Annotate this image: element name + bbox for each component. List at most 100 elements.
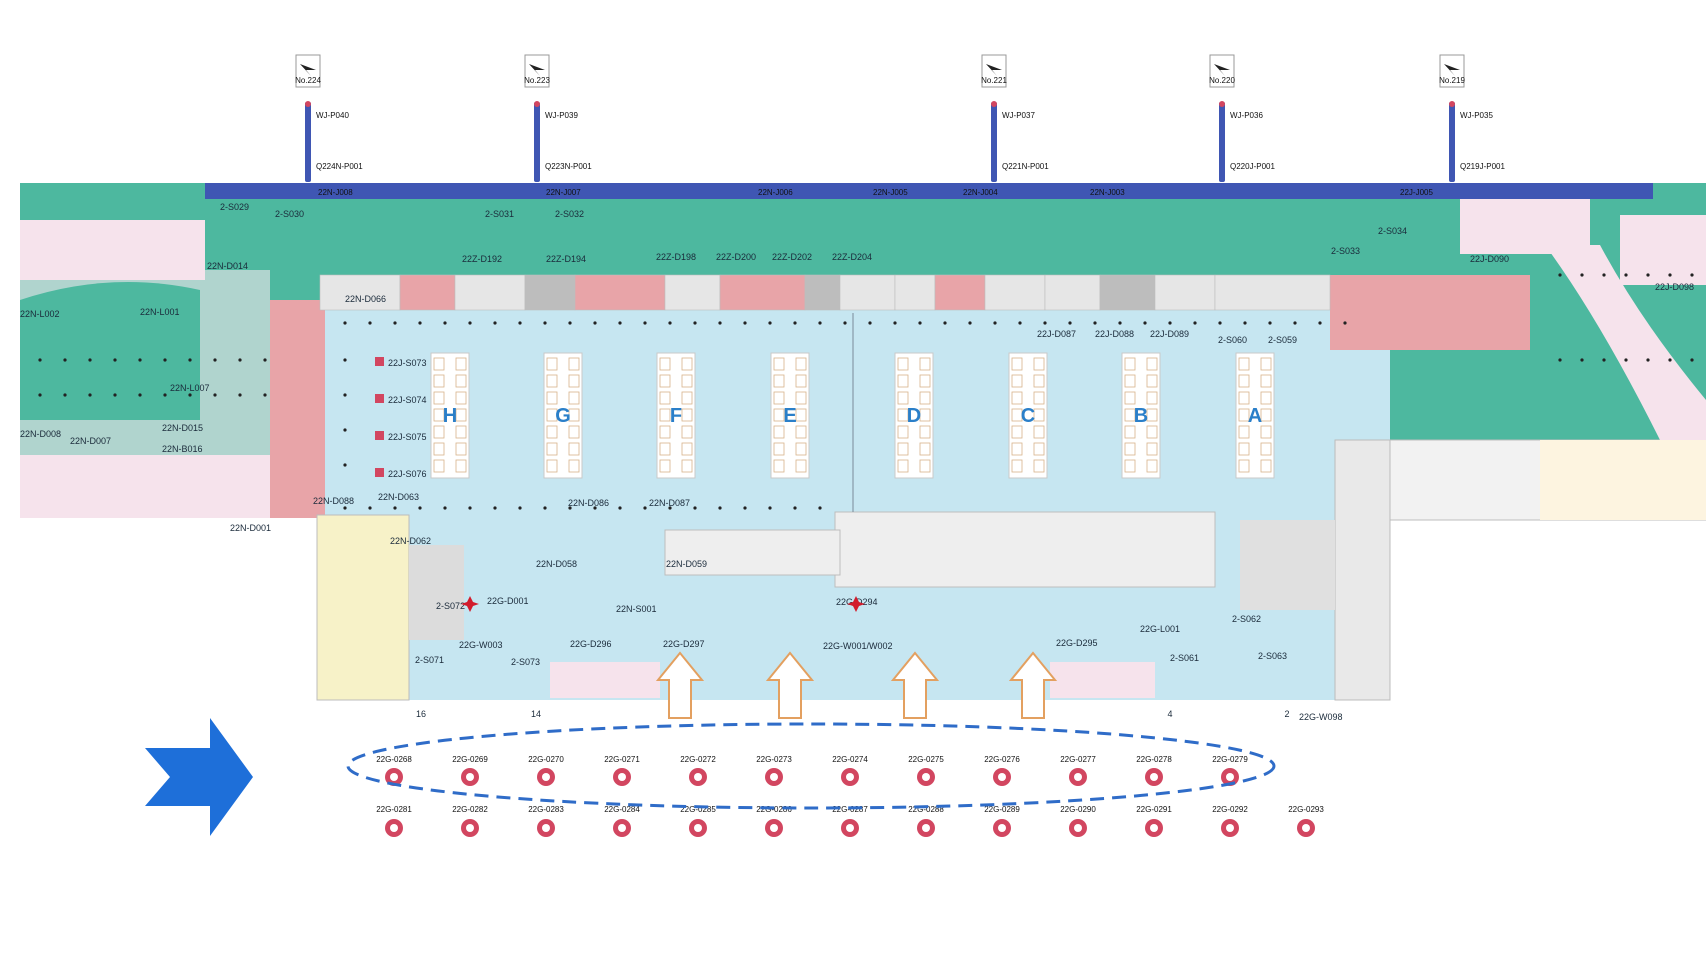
checkin-marker <box>375 431 384 440</box>
pillar <box>468 321 472 325</box>
desk <box>1146 391 1158 405</box>
shop <box>804 274 841 311</box>
airplane-icon <box>1214 64 1230 76</box>
pillar <box>543 506 547 510</box>
desk <box>568 425 580 439</box>
pillars <box>38 273 1694 512</box>
pillar <box>1268 321 1272 325</box>
pillar <box>138 358 142 362</box>
lower-label: 22G-W003 <box>459 640 503 650</box>
bus-stop-center <box>542 824 550 832</box>
desk <box>455 357 467 371</box>
pillar <box>88 393 92 397</box>
zone-island-f <box>656 352 696 479</box>
desk <box>1033 374 1045 388</box>
desk <box>1011 374 1023 388</box>
desk <box>919 391 931 405</box>
desk <box>681 374 693 388</box>
bus-stop-center <box>998 824 1006 832</box>
desk <box>1260 459 1272 473</box>
pillar <box>818 506 822 510</box>
desk <box>455 442 467 456</box>
upper-label: 22Z-D204 <box>832 252 872 262</box>
corridor-label: 22N-J005 <box>873 188 908 197</box>
desk <box>455 408 467 422</box>
lower-label: 22G-W001/W002 <box>823 641 893 651</box>
checkin-label: 22J-S074 <box>388 395 427 405</box>
desk <box>1011 425 1023 439</box>
desk <box>1260 408 1272 422</box>
bus-stop-center <box>618 773 626 781</box>
bus-stop-center <box>466 824 474 832</box>
shop <box>934 274 986 311</box>
checkin-label: 22J-S075 <box>388 432 427 442</box>
upper-label: 22J-D089 <box>1150 329 1189 339</box>
stop-label: 22G-0284 <box>604 805 640 814</box>
pillar <box>113 358 117 362</box>
stop-label: 22G-0283 <box>528 805 564 814</box>
desk <box>1238 442 1250 456</box>
pillar <box>643 321 647 325</box>
bus-stop-center <box>922 824 930 832</box>
desk <box>1011 391 1023 405</box>
shop <box>1214 274 1331 311</box>
pillar <box>618 506 622 510</box>
desk <box>659 459 671 473</box>
pillar <box>1558 273 1562 277</box>
desk <box>433 408 445 422</box>
bus-stop-center <box>390 773 398 781</box>
desk <box>433 357 445 371</box>
bus-stop-center <box>694 824 702 832</box>
pillar <box>568 321 572 325</box>
desk <box>795 374 807 388</box>
desk <box>1146 442 1158 456</box>
desk <box>1033 357 1045 371</box>
position-label: Q221N-P001 <box>1002 162 1049 171</box>
stop-label: 22G-0288 <box>908 805 944 814</box>
checkin-marker <box>375 468 384 477</box>
desk <box>773 425 785 439</box>
zone-label-a: A <box>1248 405 1262 427</box>
airplane-icon <box>529 64 545 76</box>
desk <box>1146 357 1158 371</box>
pillar <box>568 506 572 510</box>
desk <box>433 459 445 473</box>
desk <box>1238 459 1250 473</box>
desk <box>1146 459 1158 473</box>
desk <box>1146 408 1158 422</box>
desk <box>1033 459 1045 473</box>
bus-stop-center <box>390 824 398 832</box>
desk <box>1260 391 1272 405</box>
stop-label: 22G-0268 <box>376 755 412 764</box>
gate-sign <box>1439 54 1465 88</box>
pillar <box>138 393 142 397</box>
desk <box>568 357 580 371</box>
bridge-label: WJ-P040 <box>316 111 349 120</box>
desk <box>568 391 580 405</box>
jet-bridge <box>1449 102 1455 182</box>
desk <box>773 391 785 405</box>
bus-stop-center <box>1150 824 1158 832</box>
desk <box>568 459 580 473</box>
pillar <box>543 321 547 325</box>
pillar <box>968 321 972 325</box>
pillar <box>643 506 647 510</box>
bridge-head <box>1219 101 1225 107</box>
checkin-label: 22J-S076 <box>388 469 427 479</box>
desk <box>919 408 931 422</box>
pillar <box>368 321 372 325</box>
lower-office-strip <box>664 529 841 576</box>
upper-label: 22N-L002 <box>20 309 60 319</box>
pillar <box>343 393 347 397</box>
pillar <box>693 506 697 510</box>
upper-label: 22J-D088 <box>1095 329 1134 339</box>
lower-label: 22G-W098 <box>1299 712 1343 722</box>
shop <box>1099 274 1156 311</box>
pillar <box>88 358 92 362</box>
lower-label: 2-S061 <box>1170 653 1199 663</box>
zone-island-d <box>894 352 934 479</box>
pillar <box>163 358 167 362</box>
desk <box>1260 374 1272 388</box>
